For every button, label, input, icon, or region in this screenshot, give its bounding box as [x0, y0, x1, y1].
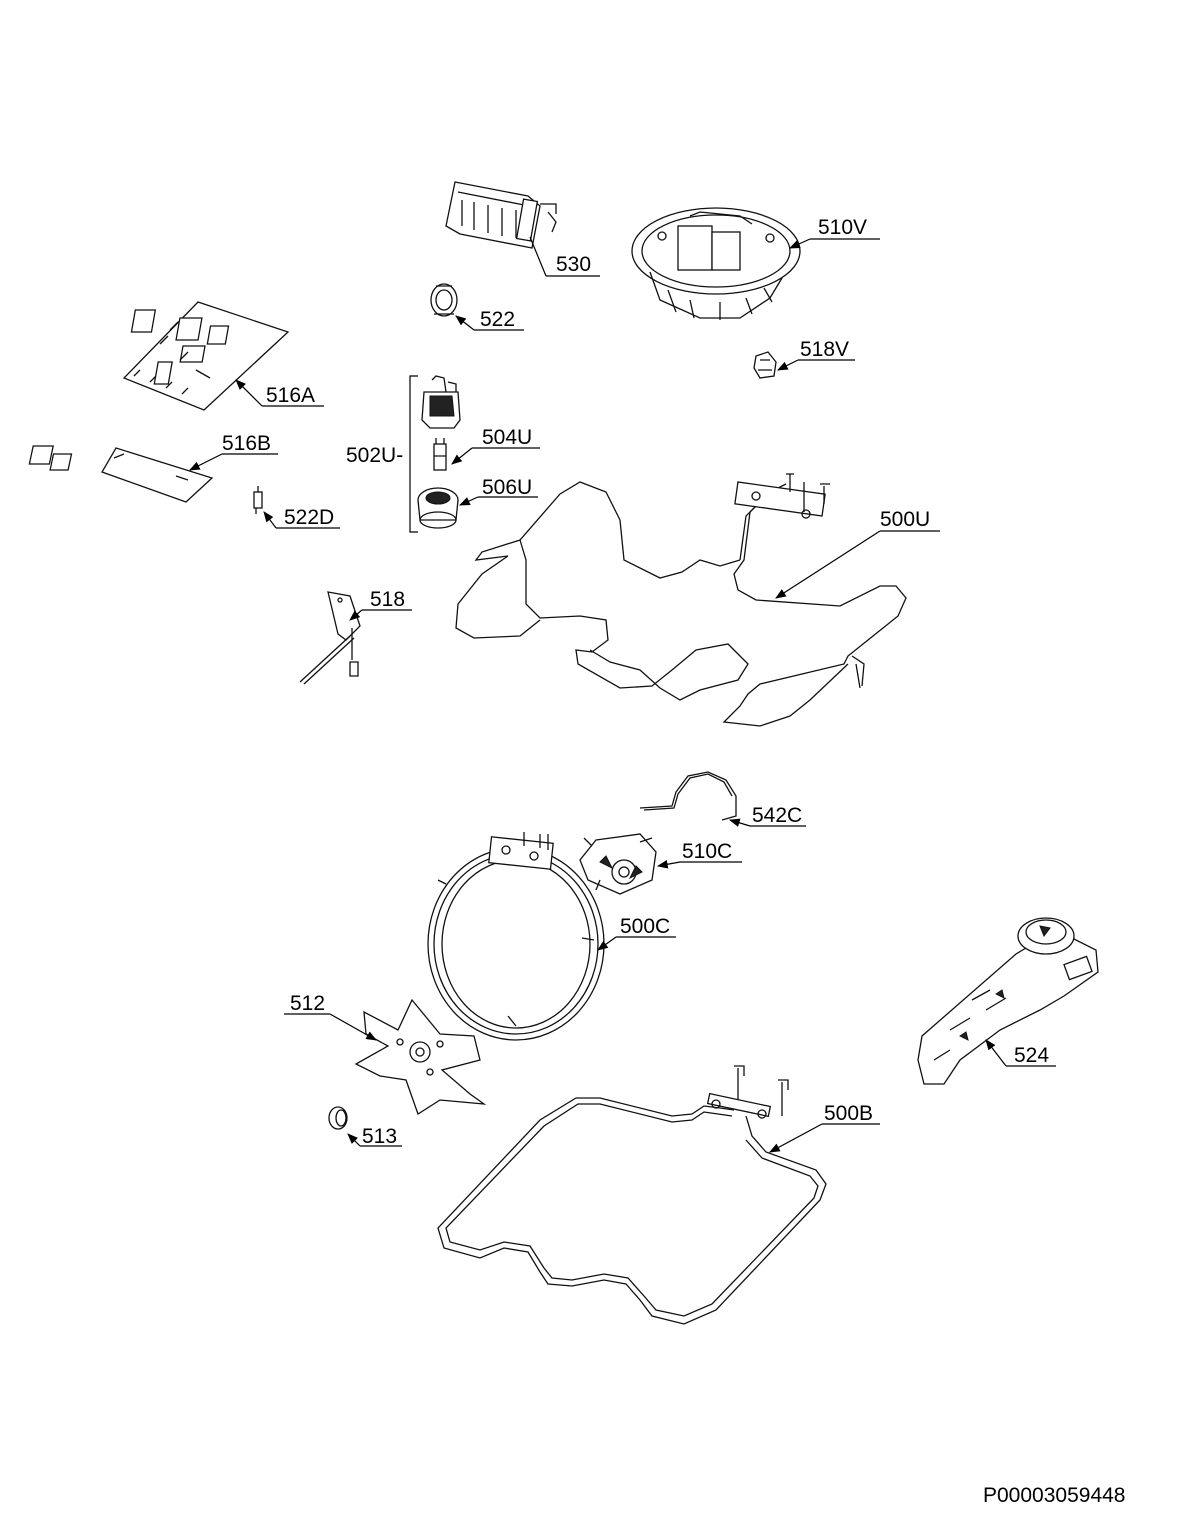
leader-512 [329, 1013, 377, 1041]
leader-518V [777, 359, 799, 371]
label-513: 513 [362, 1125, 397, 1148]
leader-530 [529, 236, 547, 277]
leader-516A [235, 379, 263, 407]
part-504U-lamp [433, 438, 447, 471]
leader-500C [597, 936, 617, 951]
part-522-thermostat [430, 283, 458, 317]
leader-510C [656, 860, 681, 869]
leader-500B [769, 1123, 823, 1153]
bracket-502U [409, 375, 418, 533]
label-500B: 500B [824, 1102, 873, 1125]
part-542C-wire-clip [639, 771, 737, 821]
leader-542C [728, 818, 751, 827]
part-512-fan-blade [354, 998, 487, 1115]
leader-518 [349, 609, 363, 621]
label-542C: 542C [752, 804, 802, 827]
label-500C: 500C [620, 915, 670, 938]
label-518: 518 [370, 588, 405, 611]
part-500B-bottom-heater [437, 1065, 827, 1325]
part-516B-board [28, 445, 214, 503]
leader-504U [451, 447, 473, 465]
leader-522 [455, 315, 475, 331]
leader-516B [189, 453, 223, 471]
label-530: 530 [556, 253, 591, 276]
part-518-probe [299, 591, 361, 685]
part-502U-switch [421, 375, 461, 429]
leader-513 [347, 1133, 361, 1147]
label-516A: 516A [266, 384, 315, 407]
label-504U: 504U [482, 426, 532, 449]
label-502U: 502U- [346, 444, 403, 467]
label-510C: 510C [682, 840, 732, 863]
part-530-terminal-block [445, 181, 557, 249]
label-512: 512 [290, 992, 325, 1015]
part-513-nut [328, 1106, 348, 1130]
part-518V-sensor [753, 351, 777, 379]
document-id: P00003059448 [983, 1484, 1126, 1507]
leader-506U [459, 496, 479, 506]
label-516B: 516B [222, 432, 271, 455]
leader-522D [263, 511, 277, 529]
part-510V-fan-motor [631, 207, 801, 320]
label-506U: 506U [482, 476, 532, 499]
part-524-switch-assembly [917, 917, 1099, 1085]
leader-510V [789, 238, 811, 249]
part-500U-top-heater [455, 473, 907, 727]
leader-500U [775, 530, 881, 599]
label-510V: 510V [818, 216, 867, 239]
part-522D-fuse [253, 486, 263, 514]
label-522D: 522D [284, 506, 334, 529]
leader-524 [985, 1039, 1007, 1067]
label-500U: 500U [880, 508, 930, 531]
part-510C-fan-motor [579, 833, 657, 895]
part-516A-control-board [122, 301, 290, 411]
label-522: 522 [480, 308, 515, 331]
part-506U-lamp-cover [417, 487, 459, 529]
part-500C-ring-heater [427, 832, 605, 1041]
label-524: 524 [1014, 1044, 1049, 1067]
label-518V: 518V [800, 338, 849, 361]
